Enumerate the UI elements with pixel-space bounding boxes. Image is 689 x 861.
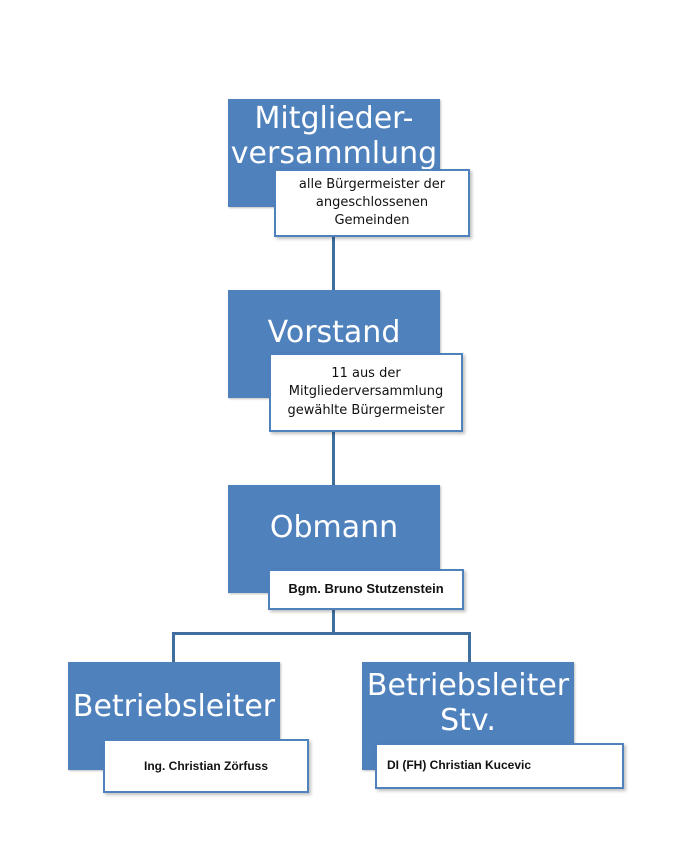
note-betriebsleiter-stv-text: DI (FH) Christian Kucevic [387, 758, 532, 772]
connector-mitglieder-vorstand [332, 236, 335, 292]
connector-to-betriebsleiter-stv [468, 632, 471, 664]
note-mitgliederversammlung-text: alle Bürgermeister der angeschlossenen G… [298, 176, 446, 229]
node-mitgliederversammlung-title: Mitglieder- versammlung [230, 101, 438, 171]
note-vorstand-text: 11 aus der Mitgliederversammlung gewählt… [287, 366, 445, 418]
note-obmann: Bgm. Bruno Stutzenstein [268, 569, 464, 610]
connector-obmann-down [332, 608, 335, 634]
note-betriebsleiter: Ing. Christian Zörfuss [103, 739, 309, 793]
connector-to-betriebsleiter [172, 632, 175, 664]
connector-vorstand-obmann [332, 430, 335, 486]
node-obmann-title: Obmann [269, 510, 399, 545]
note-betriebsleiter-stv: DI (FH) Christian Kucevic [375, 743, 624, 789]
node-vorstand-title: Vorstand [267, 315, 401, 350]
note-vorstand: 11 aus der Mitgliederversammlung gewählt… [269, 353, 463, 432]
connector-horizontal [172, 632, 470, 635]
note-obmann-text: Bgm. Bruno Stutzenstein [288, 581, 444, 597]
note-betriebsleiter-text: Ing. Christian Zörfuss [143, 758, 268, 773]
node-betriebsleiter-title: Betriebsleiter [72, 689, 276, 724]
note-mitgliederversammlung: alle Bürgermeister der angeschlossenen G… [274, 169, 470, 237]
node-betriebsleiter-stv-title: Betriebsleiter Stv. [366, 668, 570, 738]
